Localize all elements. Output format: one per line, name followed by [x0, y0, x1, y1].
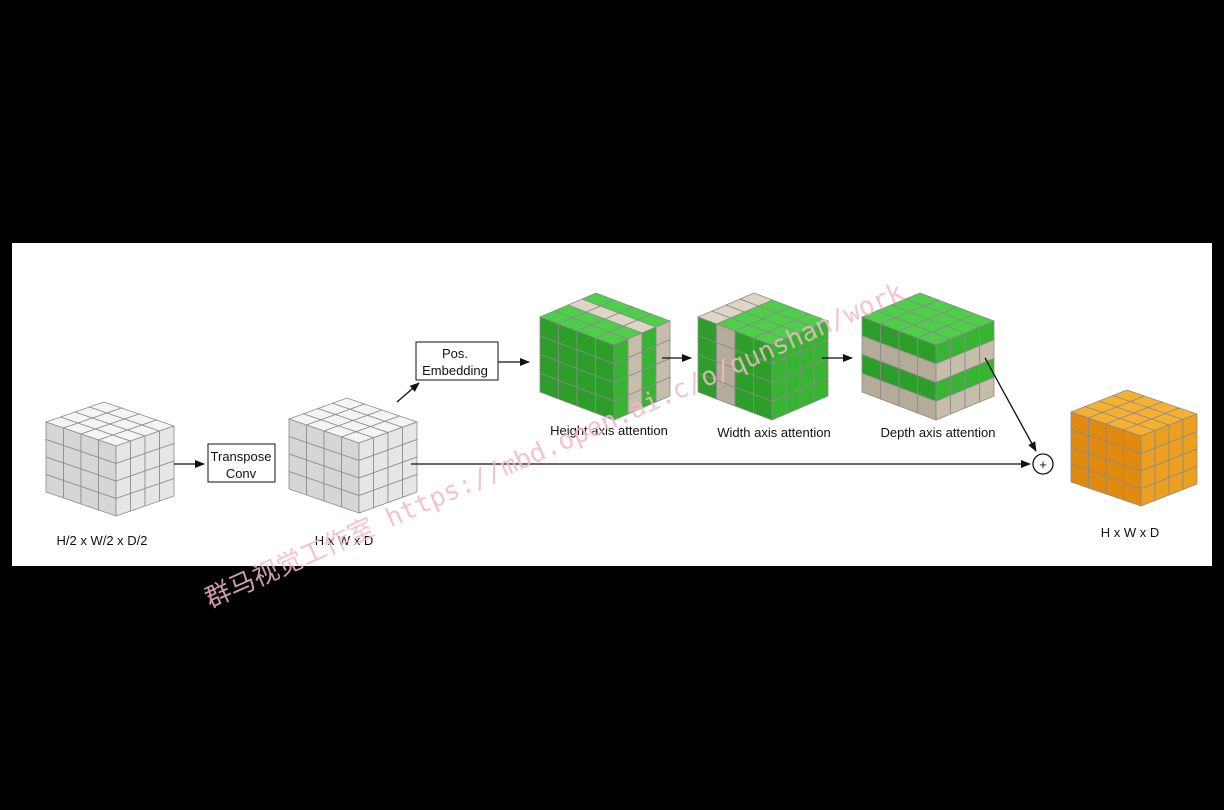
width-attention-cube: [696, 292, 830, 421]
height-attention-cube: [538, 292, 672, 421]
sum-node: +: [1032, 453, 1054, 475]
width-attention-label: Width axis attention: [717, 425, 830, 440]
cubes-layer: [44, 292, 1199, 517]
input-cube: [44, 401, 176, 517]
transpose-conv-box: Transpose Conv: [207, 443, 276, 483]
arrow-mid-to-pos-embedding: [396, 382, 420, 403]
mid-dims-label: H x W x D: [315, 533, 374, 548]
output-dims-label: H x W x D: [1101, 525, 1160, 540]
output-cube: [1069, 389, 1199, 507]
plus-symbol: +: [1039, 457, 1047, 472]
pos-embedding-box: Pos. Embedding: [415, 341, 499, 381]
mid-cube: [287, 397, 419, 514]
transpose-conv-line1: Transpose: [211, 449, 272, 464]
height-attention-label: Height axis attention: [550, 423, 668, 438]
depth-attention-label: Depth axis attention: [881, 425, 996, 440]
input-dims-label: H/2 x W/2 x D/2: [56, 533, 147, 548]
arrow-depth-to-sum: [984, 357, 1037, 452]
transpose-conv-line2: Conv: [226, 466, 257, 481]
pos-embedding-line1: Pos.: [442, 346, 468, 361]
depth-attention-cube: [860, 292, 996, 421]
pos-embedding-line2: Embedding: [422, 363, 488, 378]
